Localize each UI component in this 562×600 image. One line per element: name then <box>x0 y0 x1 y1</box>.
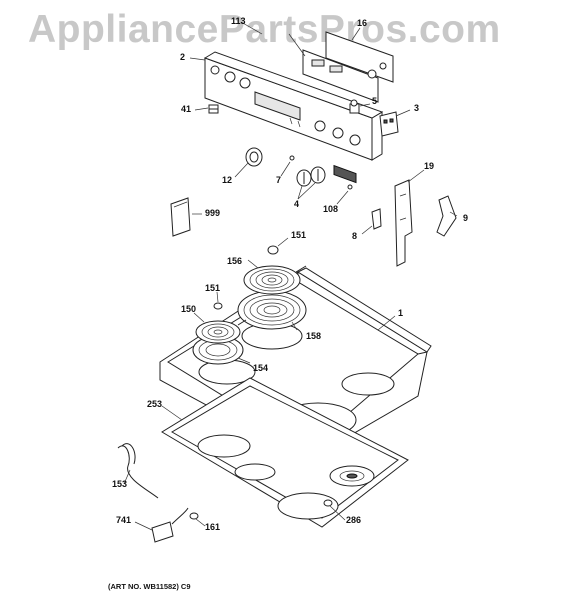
switch-5 <box>349 99 360 114</box>
callout-113: 113 <box>231 16 246 26</box>
relay-3 <box>379 111 399 137</box>
callout-741: 741 <box>116 515 132 525</box>
electronic-control-board <box>302 31 394 184</box>
screw-108 <box>347 184 353 190</box>
screw-161 <box>189 512 199 520</box>
callout-4: 4 <box>294 199 300 209</box>
callout-153: 153 <box>112 479 128 489</box>
callout-158: 158 <box>306 331 322 341</box>
callout-9: 9 <box>463 213 469 223</box>
callout-1: 1 <box>398 308 404 318</box>
receptacle-151-small <box>213 302 223 310</box>
leader-lines <box>123 21 458 531</box>
callout-3: 3 <box>414 103 420 113</box>
callout-161: 161 <box>205 522 221 532</box>
knob-4b <box>310 166 326 184</box>
bracket-8 <box>371 208 382 230</box>
callout-999: 999 <box>205 208 221 218</box>
callout-19: 19 <box>424 161 435 171</box>
spring-7 <box>289 155 295 161</box>
lower-top-253 <box>161 377 409 528</box>
art-number: (ART NO. WB11582) C9 <box>108 582 191 591</box>
bracket-19 <box>394 179 413 267</box>
screw-286 <box>323 499 333 507</box>
callout-253: 253 <box>147 399 163 409</box>
surface-unit-large <box>237 265 307 330</box>
callout-12: 12 <box>222 175 233 185</box>
hinge-9 <box>436 195 457 237</box>
callout-154: 154 <box>253 363 269 373</box>
knob-12 <box>245 147 263 167</box>
receptacle-151-top <box>267 245 279 255</box>
knob-4a <box>296 169 312 187</box>
callout-8: 8 <box>352 231 358 241</box>
callout-150: 150 <box>181 304 197 314</box>
callout-151-top: 151 <box>291 230 307 240</box>
callout-7: 7 <box>276 175 282 185</box>
terminal-block-741 <box>151 507 189 543</box>
wire-harness-153 <box>117 443 159 499</box>
callout-286: 286 <box>346 515 362 525</box>
watermark-text: AppliancePartsPros.com <box>28 8 501 51</box>
control-panel-backsplash <box>203 51 384 161</box>
surface-unit-small <box>192 319 247 365</box>
clip-41 <box>208 104 219 114</box>
callout-5: 5 <box>372 96 378 106</box>
callout-108: 108 <box>323 204 339 214</box>
callout-151-small: 151 <box>205 283 221 293</box>
callout-16: 16 <box>357 18 368 28</box>
callout-156: 156 <box>227 256 243 266</box>
callout-2: 2 <box>180 52 186 62</box>
literature-999 <box>170 197 191 237</box>
callout-41: 41 <box>181 104 192 114</box>
